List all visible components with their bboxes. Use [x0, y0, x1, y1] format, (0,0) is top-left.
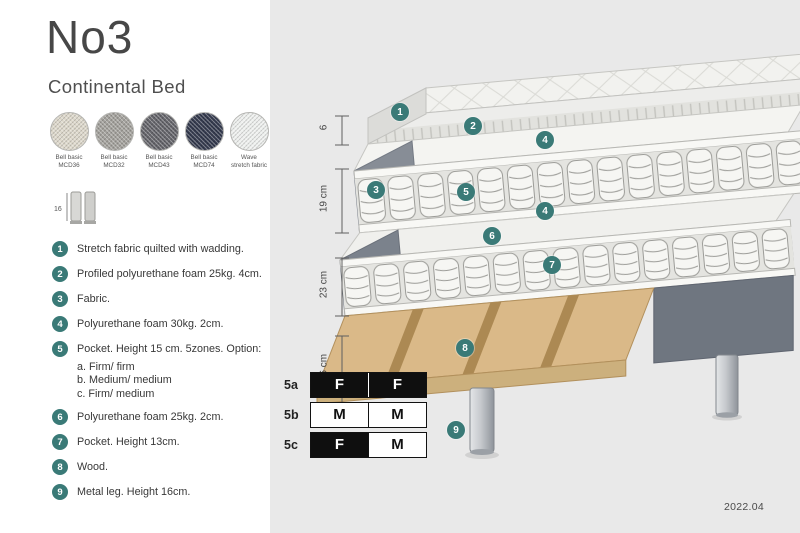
version-label: 2022.04	[723, 501, 764, 513]
upper-mattress-section	[353, 104, 800, 234]
firmness-row-label: 5a	[284, 378, 298, 392]
legend-badge-2: 2	[52, 266, 68, 282]
diagram-badge-9: 9	[447, 421, 465, 439]
layer-legend: 1 Stretch fabric quilted with wadding. 2…	[52, 241, 270, 509]
diagram-badge-4-lower: 4	[536, 202, 554, 220]
page-subtitle: Continental Bed	[48, 76, 186, 97]
firmness-cell: F	[368, 373, 426, 397]
firmness-table: 5a F F 5b M M 5c F M	[284, 372, 427, 462]
legend-item-6: 6 Polyurethane foam 25kg. 2cm.	[52, 409, 270, 426]
legend-item-8: 8 Wood.	[52, 459, 270, 476]
diagram-badge-5: 5	[457, 183, 475, 201]
illustration-panel: 6 19 cm 23 cm 16 cm 1 2 4 3 5 4 6 7 8 9 …	[270, 0, 800, 533]
firmness-cell: F	[311, 433, 368, 457]
diagram-badge-4-upper: 4	[536, 131, 554, 149]
legend-item-5: 5 Pocket. Height 15 cm. 5zones. Option:	[52, 341, 270, 357]
measure-label-23cm: 23 cm	[318, 270, 330, 299]
firmness-cell: M	[311, 403, 368, 427]
legend-item-2: 2 Profiled polyurethane foam 25kg. 4cm.	[52, 266, 270, 282]
legend-badge-8: 8	[52, 459, 68, 476]
firmness-row-5c: 5c F M	[284, 432, 427, 458]
page-title: No3	[46, 11, 134, 63]
fabric-swatch-icon	[49, 112, 89, 151]
firmness-cell: M	[368, 403, 426, 427]
firmness-row-5a: 5a F F	[284, 372, 427, 398]
legend-badge-1: 1	[52, 241, 68, 257]
diagram-badge-1: 1	[391, 103, 409, 121]
base-fabric-front	[653, 274, 794, 364]
diagram-badge-7: 7	[543, 256, 561, 274]
legend-item-9: 9 Metal leg. Height 16cm.	[52, 484, 270, 501]
legend-item-4: 4 Polyurethane foam 30kg. 2cm.	[52, 316, 270, 332]
leg-thumbnail-icon	[66, 191, 96, 224]
fabric-swatch-icon	[94, 112, 134, 151]
diagram-badge-6: 6	[483, 227, 501, 245]
fabric-swatch-icon	[229, 112, 269, 151]
fabric-swatch-icon	[139, 112, 179, 151]
legend-item-7: 7 Pocket. Height 13cm.	[52, 434, 270, 451]
legend-badge-7: 7	[52, 434, 68, 451]
measure-label-6: 6	[318, 124, 330, 131]
diagram-badge-2: 2	[464, 117, 482, 135]
metal-legs	[465, 354, 742, 459]
legend-badge-3: 3	[52, 291, 68, 307]
legend-badge-4: 4	[52, 316, 68, 332]
legend-badge-6: 6	[52, 409, 68, 426]
firmness-row-label: 5c	[284, 438, 298, 452]
firmness-row-label: 5b	[284, 408, 299, 422]
diagram-badge-3: 3	[367, 181, 385, 199]
leg-size-label: 16	[54, 206, 62, 213]
legend-item-3: 3 Fabric.	[52, 291, 270, 307]
lower-mattress-section	[338, 193, 796, 317]
leg-dimension-icon: 16	[54, 188, 99, 228]
firmness-cell: M	[368, 433, 426, 457]
fabric-swatch-icon	[184, 112, 224, 151]
firmness-cell: F	[311, 373, 368, 397]
measure-label-19cm: 19 cm	[318, 184, 330, 213]
measurement-brackets	[335, 115, 349, 405]
legend-item-1: 1 Stretch fabric quilted with wadding.	[52, 241, 270, 257]
diagram-badge-8: 8	[456, 339, 474, 357]
firmness-row-5b: 5b M M	[284, 402, 427, 428]
legend-badge-9: 9	[52, 484, 68, 501]
legend-item-5-options: a. Firm/ firm b. Medium/ medium c. Firm/…	[77, 361, 172, 400]
legend-badge-5: 5	[52, 341, 68, 357]
